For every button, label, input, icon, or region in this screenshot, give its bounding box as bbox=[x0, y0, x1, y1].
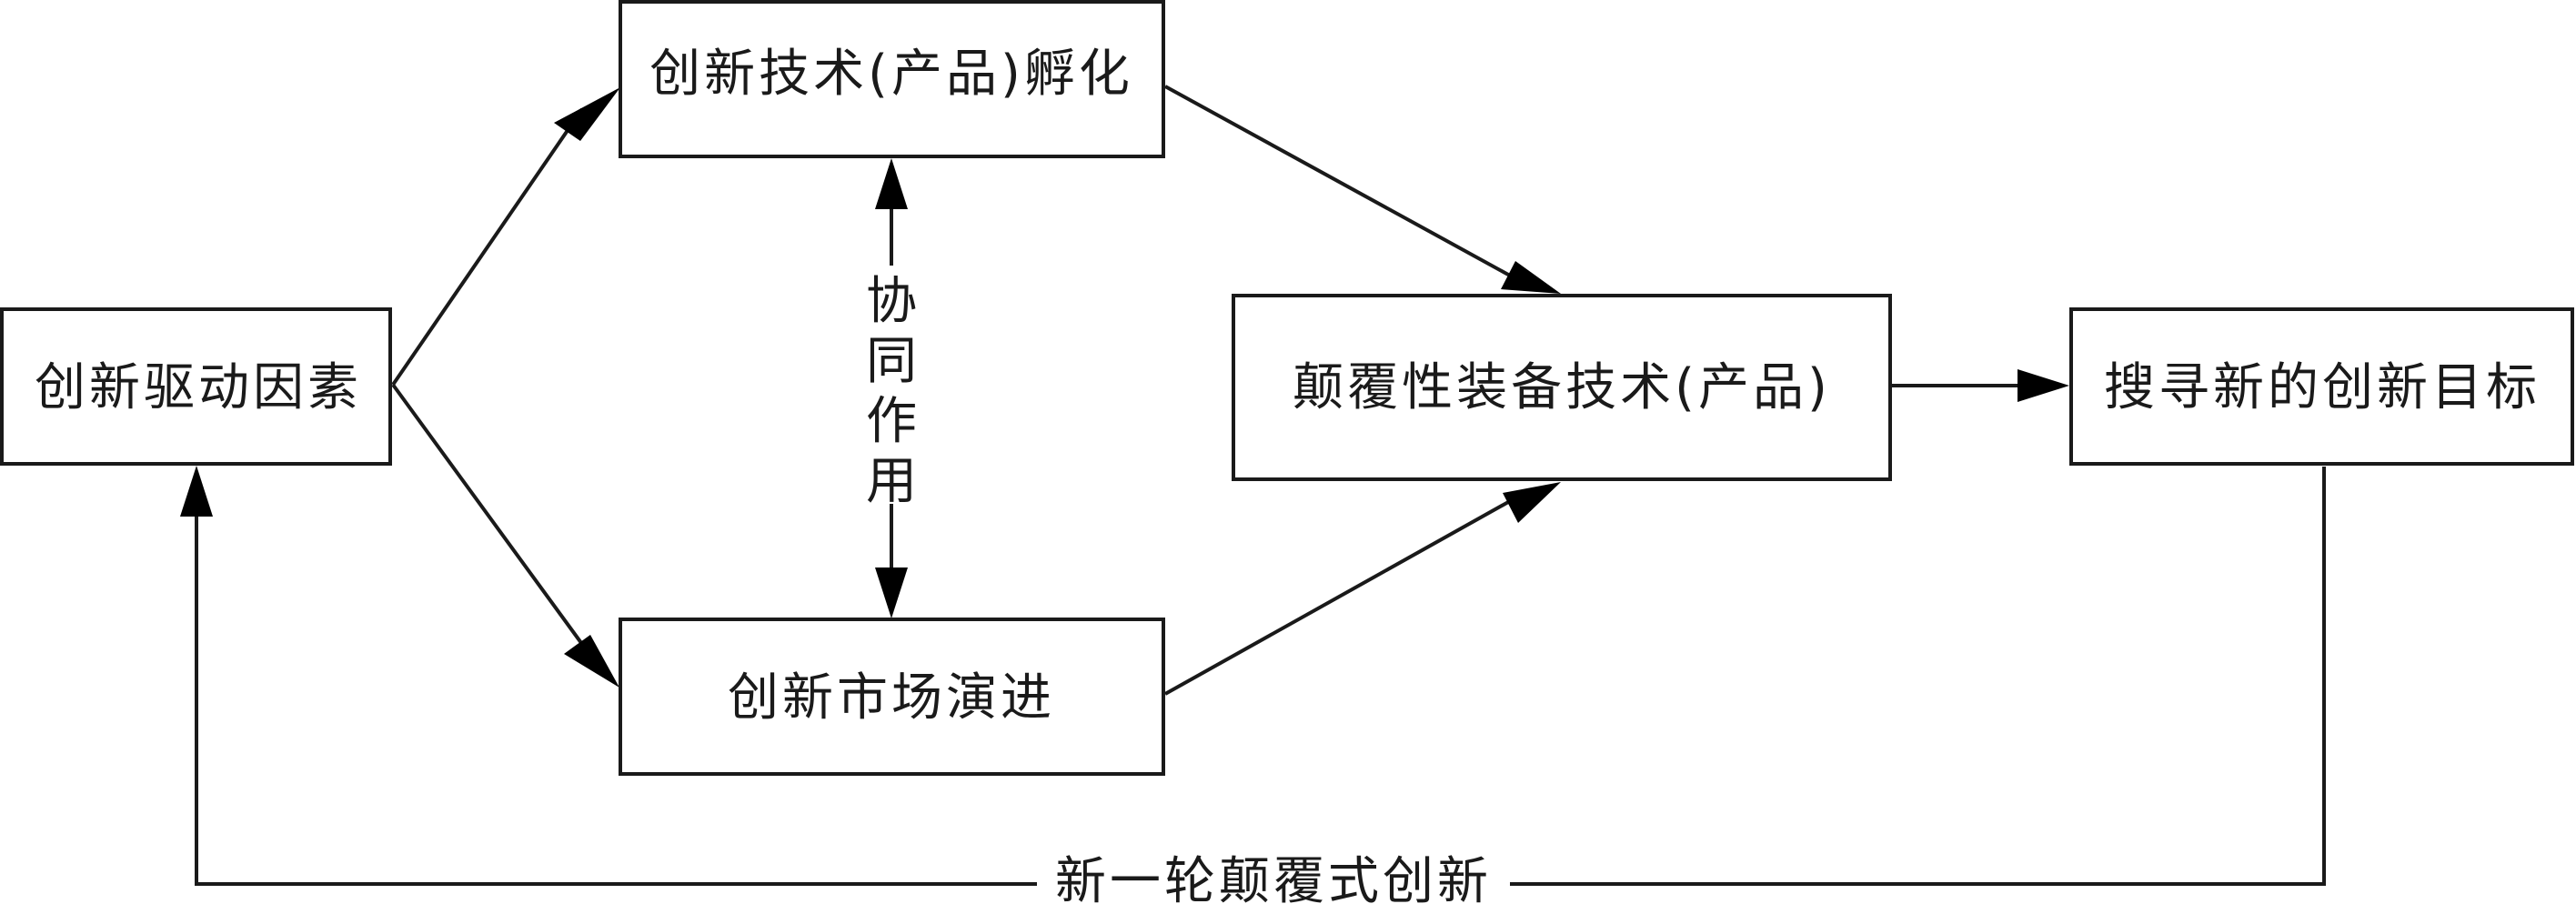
node-market-evolution-box bbox=[619, 618, 1165, 776]
node-drivers-box bbox=[0, 307, 392, 466]
node-drivers-label: 创新驱动因素 bbox=[35, 358, 362, 417]
arrowhead-disruptive-from-market bbox=[1503, 482, 1561, 523]
edge-market-to-disruptive bbox=[1164, 499, 1511, 696]
edges bbox=[180, 85, 2326, 886]
arrowhead-synergy-down bbox=[875, 567, 908, 618]
synergy-char-2: 同 bbox=[866, 332, 917, 391]
node-disruptive-tech-label: 颠覆性装备技术(产品) bbox=[1293, 358, 1831, 417]
new-round-label: 新一轮颠覆式创新 bbox=[1055, 852, 1492, 911]
node-new-targets-label: 搜寻新的创新目标 bbox=[2104, 358, 2541, 417]
node-new-targets-box bbox=[2069, 307, 2574, 466]
edge-drivers-to-market bbox=[391, 383, 593, 658]
node-drivers: 创新驱动因素 bbox=[0, 307, 392, 466]
node-tech-incubation-box bbox=[619, 0, 1165, 158]
node-disruptive-tech-box bbox=[1232, 294, 1892, 481]
node-tech-incubation: 创新技术(产品)孵化 bbox=[619, 0, 1165, 158]
arrowhead-drivers-from-loop bbox=[180, 466, 213, 517]
arrowhead-tech-from-drivers bbox=[554, 87, 620, 141]
node-disruptive-tech: 颠覆性装备技术(产品) bbox=[1232, 294, 1892, 481]
new-round-label-mask bbox=[1037, 850, 1510, 914]
node-market-evolution-label: 创新市场演进 bbox=[728, 668, 1055, 728]
edge-drivers-to-tech bbox=[391, 107, 584, 387]
synergy-char-3: 作 bbox=[866, 392, 917, 451]
arrowhead-market-from-drivers bbox=[564, 635, 619, 688]
edge-tech-to-disruptive bbox=[1164, 85, 1511, 277]
node-market-evolution: 创新市场演进 bbox=[619, 618, 1165, 776]
node-tech-incubation-label: 创新技术(产品)孵化 bbox=[649, 45, 1133, 104]
edge-labels: 协 同 作 用 新一轮颠覆式创新 bbox=[864, 266, 1510, 914]
synergy-label-mask bbox=[864, 266, 919, 504]
synergy-char-4: 用 bbox=[866, 452, 917, 511]
node-new-targets: 搜寻新的创新目标 bbox=[2069, 307, 2574, 466]
arrowhead-targets bbox=[2018, 369, 2069, 402]
edge-feedback-loop bbox=[195, 467, 2326, 886]
synergy-char-1: 协 bbox=[866, 272, 917, 331]
arrowhead-synergy-up bbox=[875, 158, 908, 209]
arrowhead-disruptive-from-tech bbox=[1501, 261, 1561, 294]
